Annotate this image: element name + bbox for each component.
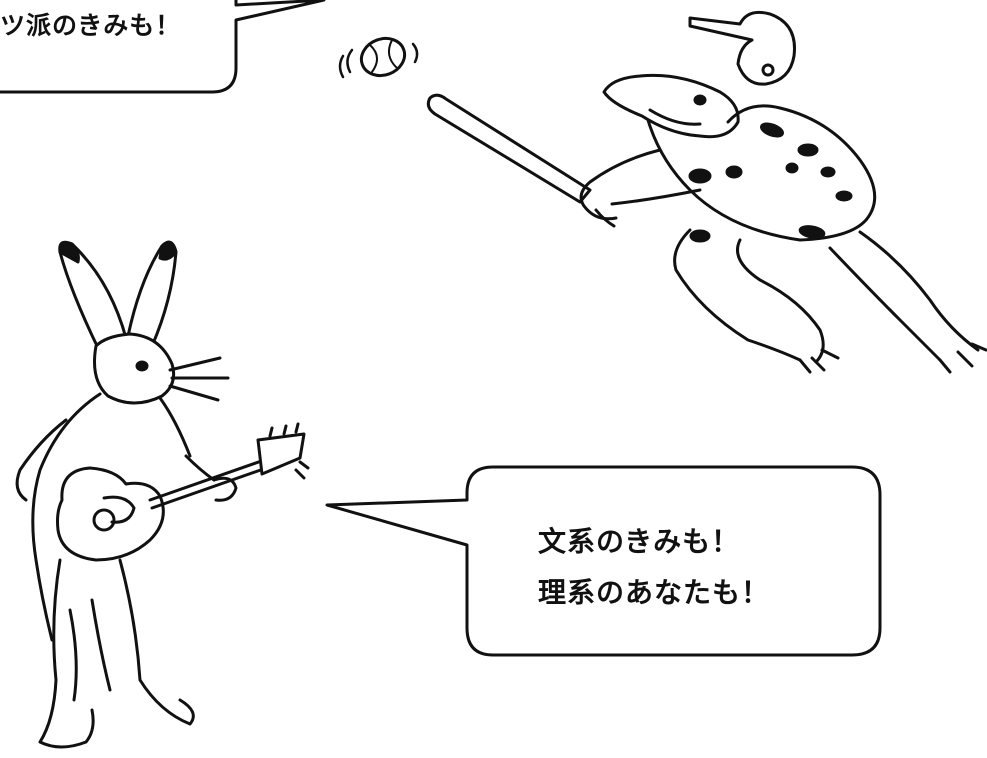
top-speech-bubble bbox=[0, 0, 326, 94]
ball-motion-line bbox=[346, 48, 354, 74]
guitar bbox=[56, 422, 310, 562]
right-speech-bubble bbox=[325, 465, 882, 657]
baseball bbox=[338, 36, 419, 79]
batting-helmet bbox=[688, 10, 796, 86]
ball-motion-line bbox=[338, 54, 345, 79]
frog-batter bbox=[426, 10, 987, 374]
baseball-bat bbox=[426, 93, 592, 204]
right-speech-line-humanities: 文系のきみも！ bbox=[538, 525, 741, 558]
right-speech-line-sciences: 理系のあなたも！ bbox=[538, 576, 771, 609]
ball-motion-line bbox=[411, 42, 419, 64]
top-speech-text: ツ派のきみも！ bbox=[0, 11, 182, 40]
rabbit-guitarist bbox=[15, 240, 310, 749]
